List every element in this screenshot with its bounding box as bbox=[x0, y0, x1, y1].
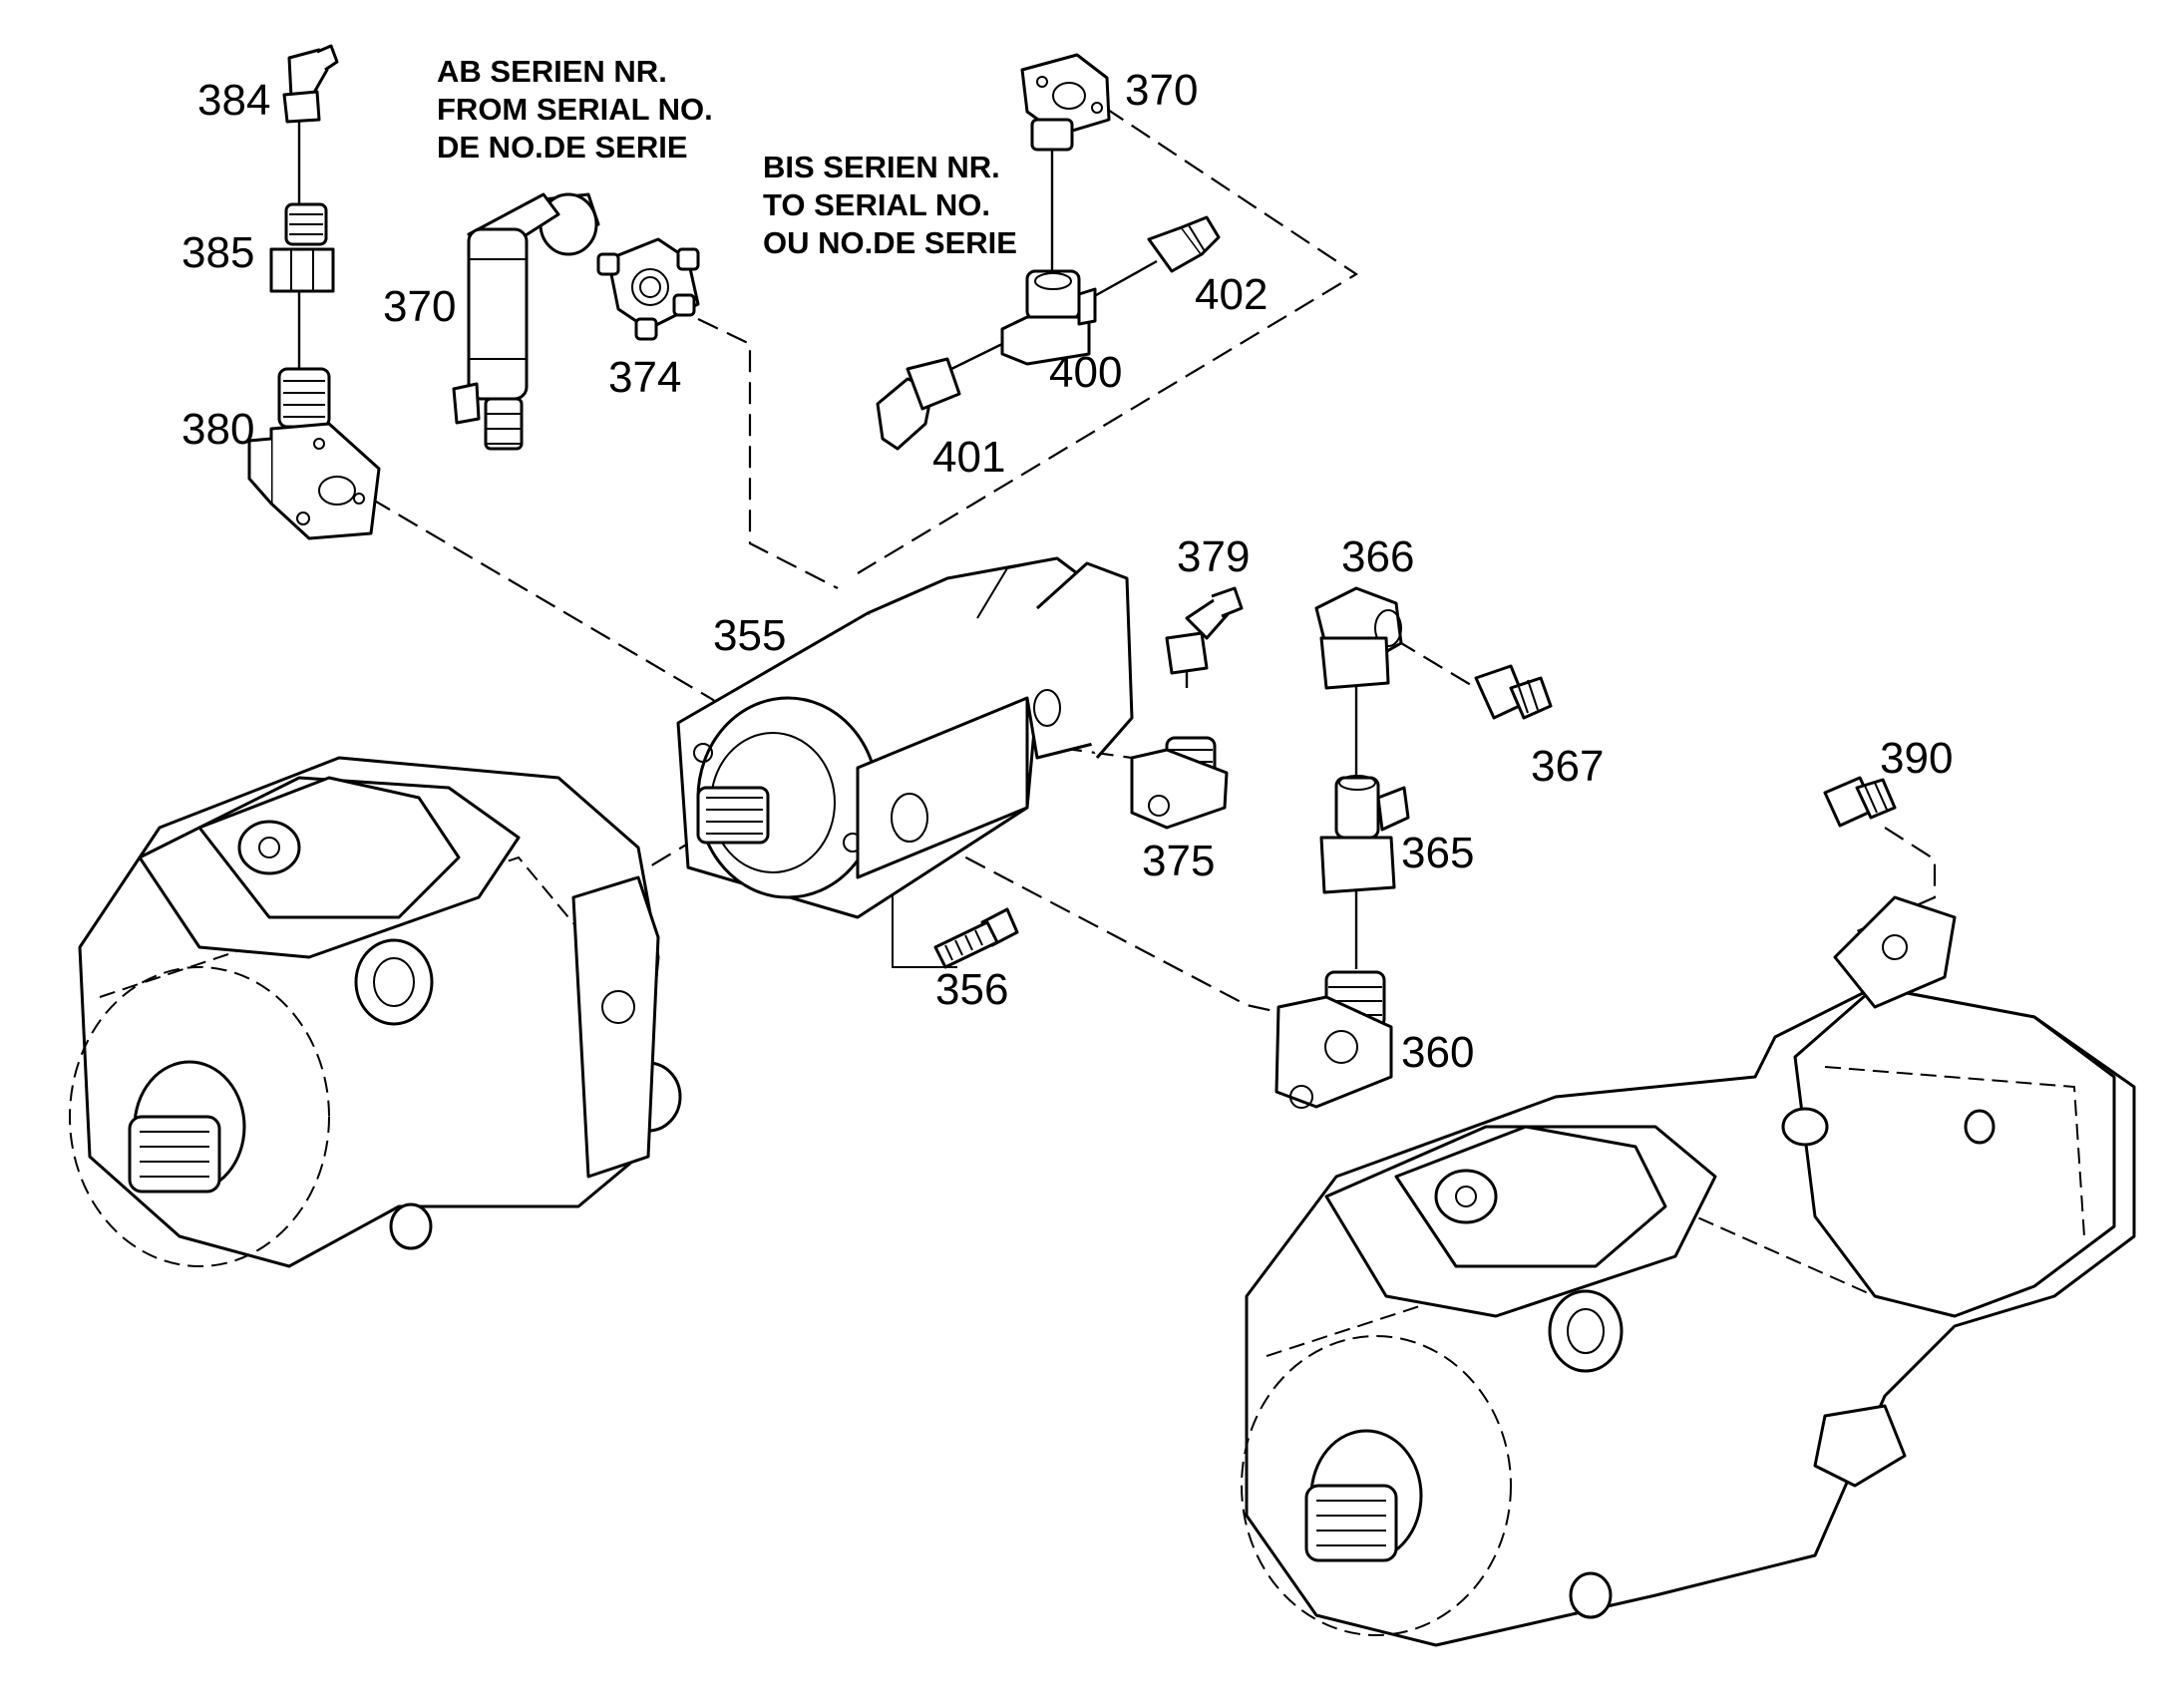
note-line: BIS SERIEN NR. bbox=[763, 150, 1000, 184]
part-label-384: 384 bbox=[197, 76, 270, 125]
part-label-375: 375 bbox=[1142, 837, 1215, 885]
part-label-402: 402 bbox=[1195, 270, 1268, 319]
tee-fitting-365 bbox=[1319, 775, 1410, 894]
flange-374 bbox=[596, 237, 700, 341]
part-label-367: 367 bbox=[1531, 742, 1604, 791]
elbow-fitting-401 bbox=[876, 357, 961, 451]
part-label-365: 365 bbox=[1401, 829, 1474, 877]
part-label-374: 374 bbox=[608, 353, 681, 402]
flange-elbow-360 bbox=[1274, 970, 1393, 1109]
note-line: OU NO.DE SERIE bbox=[763, 225, 1017, 260]
hydraulic-pump-right bbox=[1241, 895, 2136, 1647]
adapter-367 bbox=[1474, 664, 1553, 720]
note-line: DE NO.DE SERIE bbox=[437, 130, 688, 165]
part-label-360: 360 bbox=[1401, 1028, 1474, 1077]
flange-elbow-375 bbox=[1130, 736, 1229, 830]
elbow-fitting-366 bbox=[1314, 586, 1403, 690]
flange-elbow-370-right bbox=[1020, 53, 1111, 152]
part-label-385: 385 bbox=[182, 228, 254, 277]
hydraulic-pump-left bbox=[69, 756, 682, 1268]
note-line: FROM SERIAL NO. bbox=[437, 92, 713, 127]
part-label-400: 400 bbox=[1049, 348, 1122, 397]
tee-fitting-400 bbox=[1000, 269, 1097, 366]
part-labels: 384 385 380 370 374 370 400 401 402 355 … bbox=[182, 66, 1953, 1077]
adapter-385 bbox=[269, 202, 335, 293]
part-label-355: 355 bbox=[713, 611, 786, 660]
part-label-356: 356 bbox=[935, 965, 1008, 1014]
relief-valve-370-left bbox=[452, 192, 600, 451]
elbow-fitting-379 bbox=[1165, 586, 1244, 675]
note-line: TO SERIAL NO. bbox=[763, 187, 990, 222]
bolt-356 bbox=[933, 907, 1019, 969]
serial-note-to: BIS SERIEN NR. TO SERIAL NO. OU NO.DE SE… bbox=[763, 150, 1017, 260]
serial-note-from: AB SERIEN NR. FROM SERIAL NO. DE NO.DE S… bbox=[437, 54, 713, 165]
part-label-390: 390 bbox=[1880, 734, 1953, 783]
part-label-380: 380 bbox=[182, 405, 254, 454]
part-label-379: 379 bbox=[1177, 532, 1250, 581]
part-label-370-right: 370 bbox=[1125, 66, 1198, 115]
adapter-390 bbox=[1823, 776, 1897, 828]
part-label-366: 366 bbox=[1341, 532, 1414, 581]
part-label-401: 401 bbox=[932, 433, 1005, 482]
part-label-370-left: 370 bbox=[383, 282, 456, 331]
flange-adapter-380 bbox=[247, 367, 381, 540]
gear-pump-355 bbox=[676, 556, 1134, 919]
note-line: AB SERIEN NR. bbox=[437, 54, 667, 89]
adapter-402 bbox=[1147, 215, 1221, 273]
fitting-384 bbox=[282, 44, 339, 124]
